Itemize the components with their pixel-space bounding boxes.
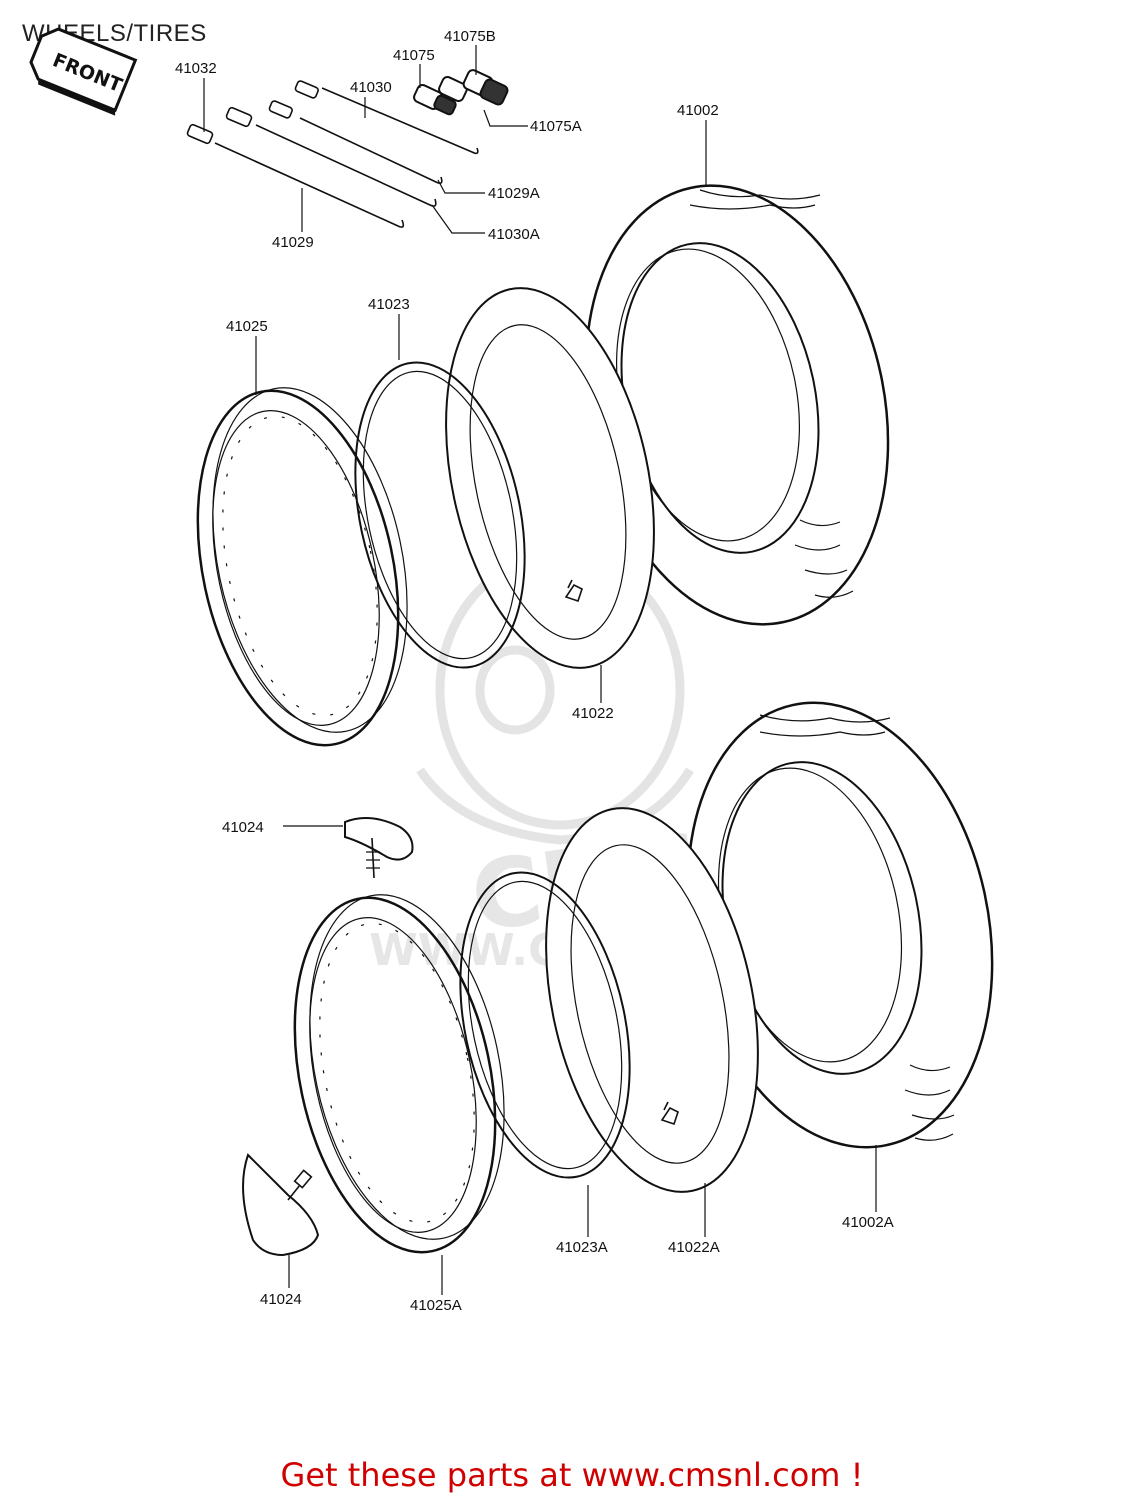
valve-cap-icon xyxy=(413,69,509,116)
part-label-41025A: 41025A xyxy=(410,1297,462,1314)
spokes-and-nipples xyxy=(186,69,509,228)
part-label-41032: 41032 xyxy=(175,60,217,77)
footer-link[interactable]: Get these parts at www.cmsnl.com ! xyxy=(280,1456,864,1494)
rim-band-41023-icon xyxy=(354,361,526,669)
part-label-41075: 41075 xyxy=(393,47,435,64)
part-label-41030: 41030 xyxy=(350,79,392,96)
part-label-41030A: 41030A xyxy=(488,226,540,243)
part-labels: 41075B 41075 41032 41030 41075A 41002 41… xyxy=(175,28,894,1314)
rim-41025-icon xyxy=(196,387,408,747)
part-label-41002: 41002 xyxy=(677,102,719,119)
part-label-41029: 41029 xyxy=(272,234,314,251)
rim-lock-top-icon xyxy=(344,817,414,879)
part-label-41075A: 41075A xyxy=(530,118,582,135)
part-label-41022: 41022 xyxy=(572,705,614,722)
part-label-41024-top: 41024 xyxy=(222,819,264,836)
tire-41002-icon xyxy=(584,184,890,626)
part-label-41002A: 41002A xyxy=(842,1214,894,1231)
rim-41025A-icon xyxy=(293,894,505,1254)
part-label-41075B: 41075B xyxy=(444,28,496,45)
part-label-41023A: 41023A xyxy=(556,1239,608,1256)
footer-banner: Get these parts at www.cmsnl.com ! xyxy=(0,1456,1144,1494)
tube-41022-icon xyxy=(445,287,655,669)
front-arrow-tag: FRONT xyxy=(29,27,138,116)
part-label-41024-bottom: 41024 xyxy=(260,1291,302,1308)
leader-lines xyxy=(203,45,877,1295)
part-label-41022A: 41022A xyxy=(668,1239,720,1256)
part-label-41025: 41025 xyxy=(226,318,268,335)
tire-41002A-icon xyxy=(686,701,994,1149)
part-label-41029A: 41029A xyxy=(488,185,540,202)
tube-41022A-icon xyxy=(545,807,759,1193)
rim-band-41023A-icon xyxy=(459,871,631,1179)
part-label-41023: 41023 xyxy=(368,296,410,313)
rim-lock-bottom-icon xyxy=(242,1153,320,1257)
